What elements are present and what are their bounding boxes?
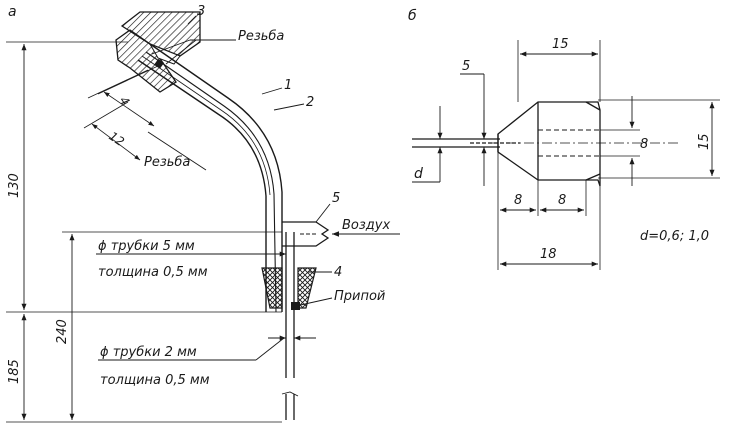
air-inlet: Воздух xyxy=(332,218,400,237)
tube5-annotation: ϕ трубки 5 мм толщина 0,5 мм xyxy=(96,239,286,280)
callout-1: 1 xyxy=(284,78,292,93)
dimension-top-15: 15 xyxy=(517,37,601,102)
extension-lines xyxy=(6,41,282,423)
dimension-240-text: 240 xyxy=(55,319,70,344)
dimension-130: 130 xyxy=(7,44,27,310)
outer-tube-part-1 xyxy=(149,43,283,312)
input-tube xyxy=(412,138,520,148)
panel-a-label: а xyxy=(8,4,17,20)
d-values: d=0,6; 1,0 xyxy=(640,229,709,244)
callout-leaders xyxy=(147,15,333,307)
dimension-bottom-18: 18 xyxy=(500,247,598,267)
dimension-right-15: 15 xyxy=(598,99,720,179)
panel-b-label: б xyxy=(408,8,417,24)
air-fitting-part-5 xyxy=(282,221,330,247)
nut-part-3 xyxy=(115,11,201,93)
nozzle-body xyxy=(497,101,601,187)
dimension-top-15-text: 15 xyxy=(552,37,569,52)
dimension-240: 240 xyxy=(55,234,75,420)
dimension-d: d xyxy=(412,106,487,186)
thread-label-top: Резьба xyxy=(238,29,284,44)
callout-3: 3 xyxy=(197,4,205,19)
panel-b-callout-5: 5 xyxy=(462,59,470,74)
thread-label-bottom: Резьба xyxy=(144,155,190,170)
panel-a: а 130 240 185 xyxy=(6,4,400,423)
tube2-annotation: ϕ трубки 2 мм толщина 0,5 мм xyxy=(98,335,316,388)
dimension-bottom-18-text: 18 xyxy=(540,247,557,262)
d-label: d xyxy=(414,166,423,182)
callout-2: 2 xyxy=(306,95,314,110)
tube2-diameter: ϕ трубки 2 мм xyxy=(100,345,197,360)
solder-label: Припой xyxy=(334,289,385,304)
dimension-130-text: 130 xyxy=(7,173,22,198)
inner-tube-part-2 xyxy=(145,51,277,313)
panel-b: б 5 d xyxy=(408,8,720,270)
solder-joint xyxy=(291,302,300,310)
callout-4: 4 xyxy=(334,265,342,280)
bottom-cone-right xyxy=(297,267,317,309)
dimension-right-15-text: 15 xyxy=(697,133,712,150)
dimension-bottom-8a-text: 8 xyxy=(514,193,522,208)
dimension-inner-8: 8 xyxy=(600,96,648,186)
tube2-wall: толщина 0,5 мм xyxy=(100,373,210,388)
dimension-bottom-8-8: 8 8 xyxy=(497,152,601,270)
dimension-185: 185 xyxy=(7,314,27,420)
outer-tube-wall xyxy=(137,59,267,312)
dimension-bottom-8b-text: 8 xyxy=(558,193,566,208)
tube5-wall: толщина 0,5 мм xyxy=(98,265,208,280)
callout-5: 5 xyxy=(332,191,340,206)
tube5-diameter: ϕ трубки 5 мм xyxy=(98,239,195,254)
dimension-185-text: 185 xyxy=(7,359,22,384)
air-label: Воздух xyxy=(342,218,390,233)
dimension-12-text: 12 xyxy=(106,129,126,149)
thin-tube xyxy=(281,232,299,420)
dimension-inner-8-text: 8 xyxy=(640,137,648,152)
inner-tube-wall xyxy=(141,55,271,196)
bottom-cone-part-4 xyxy=(261,267,283,309)
